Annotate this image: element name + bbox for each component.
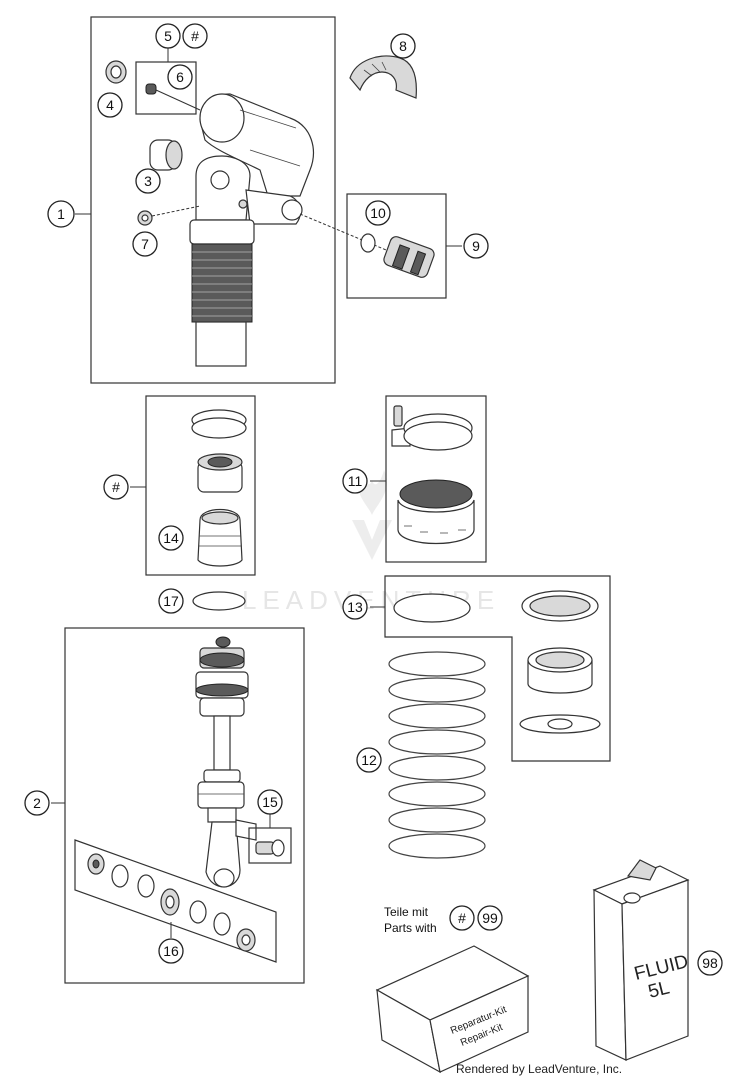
- callout-5-hash: #: [182, 23, 208, 49]
- svg-text:7: 7: [141, 236, 149, 252]
- callout-98: 98: [697, 950, 723, 976]
- svg-text:9: 9: [472, 238, 480, 254]
- svg-text:2: 2: [33, 795, 41, 811]
- svg-text:12: 12: [361, 752, 377, 768]
- part-12-spring: [388, 651, 486, 859]
- callout-16: 16: [158, 938, 184, 964]
- callout-8: 8: [390, 33, 416, 59]
- svg-text:10: 10: [370, 205, 386, 221]
- callout-hash: #: [103, 474, 129, 500]
- frame-part-14: [145, 395, 256, 576]
- part-9-valve: [360, 233, 435, 278]
- part-7-nut: [137, 205, 201, 226]
- svg-text:17: 17: [163, 593, 179, 609]
- svg-text:#: #: [112, 479, 120, 495]
- callout-17: 17: [158, 588, 184, 614]
- part-3-bushing: [149, 139, 183, 171]
- shock-reservoir: [199, 93, 314, 197]
- fluid-can: FLUID 5L: [592, 859, 690, 1061]
- repair-kit-box: Reparatur-Kit Repair-Kit: [375, 945, 530, 1074]
- svg-text:4: 4: [106, 97, 114, 113]
- part-16-shims: [87, 853, 256, 952]
- svg-text:8: 8: [399, 38, 407, 54]
- part-13-spring-seats: [393, 590, 601, 734]
- callout-15: 15: [257, 789, 283, 815]
- part-15-valve: [255, 839, 285, 857]
- frame-part-11: [385, 395, 487, 563]
- part-2-piston-rod: [195, 636, 257, 888]
- frame-shock-body: [90, 16, 336, 384]
- svg-text:99: 99: [482, 910, 498, 926]
- frame-part-16: [74, 839, 277, 963]
- part-4-cap: [105, 60, 127, 84]
- svg-text:6: 6: [176, 69, 184, 85]
- shock-body: [189, 155, 303, 367]
- callout-5: 5: [155, 23, 181, 49]
- callout-4: 4: [97, 92, 123, 118]
- part-8-guard: [349, 55, 417, 99]
- part-11-preload-nut: [391, 405, 475, 544]
- svg-text:16: 16: [163, 943, 179, 959]
- callout-3: 3: [135, 168, 161, 194]
- svg-text:98: 98: [702, 955, 718, 971]
- frame-shock-internals: [64, 627, 305, 984]
- frame-part-13: [384, 575, 611, 762]
- callout-12: 12: [356, 747, 382, 773]
- part-6-screw: [145, 83, 201, 111]
- svg-text:#: #: [191, 28, 199, 44]
- callout-6: 6: [167, 64, 193, 90]
- callout-99-hash: #: [449, 905, 475, 931]
- callout-10: 10: [365, 200, 391, 226]
- callout-1: 1: [47, 200, 75, 228]
- svg-text:1: 1: [57, 206, 65, 222]
- parts-with-label-en: Parts with: [384, 921, 437, 935]
- svg-text:13: 13: [347, 599, 363, 615]
- callout-13: 13: [342, 594, 368, 620]
- callout-99: 99: [477, 905, 503, 931]
- svg-text:5: 5: [164, 28, 172, 44]
- callout-14: 14: [158, 525, 184, 551]
- callout-2: 2: [24, 790, 50, 816]
- svg-text:11: 11: [348, 473, 363, 489]
- part-14-seal-kit: [191, 409, 247, 567]
- fluid-can-label-line2: 5L: [646, 977, 672, 1002]
- callout-9: 9: [463, 233, 489, 259]
- svg-text:3: 3: [144, 173, 152, 189]
- svg-text:14: 14: [163, 530, 179, 546]
- footer-credit: Rendered by LeadVenture, Inc.: [456, 1062, 622, 1076]
- svg-text:15: 15: [262, 794, 278, 810]
- parts-with-label-de: Teile mit: [384, 905, 429, 919]
- frame-part-6: [135, 61, 197, 115]
- callout-11: 11: [342, 468, 368, 494]
- svg-text:#: #: [458, 910, 466, 926]
- callout-7: 7: [132, 231, 158, 257]
- part-17-oring: [192, 591, 246, 611]
